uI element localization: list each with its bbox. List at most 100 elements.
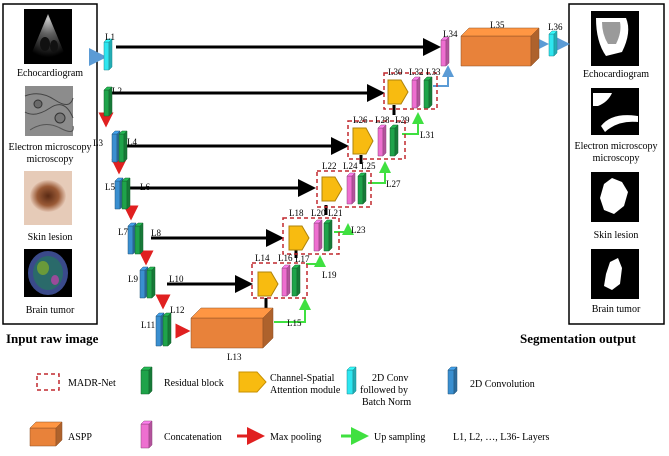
layer-label-l32: L32 [409,67,424,77]
output-label-skin: Skin lesion [594,230,639,241]
legend-layers-note: L1, L2, …, L36- Layers [453,432,549,443]
layer-label-l25: L25 [361,161,376,171]
layer-label-l13: L13 [227,352,242,362]
legend-concat-swatch [140,420,153,449]
output-label-electron: Electron microscopy [574,141,657,152]
legend: MADR-Net Residual block Channel-Spatial … [29,366,549,449]
layer-label-l4: L4 [127,137,137,147]
l28-concat-block [377,124,387,157]
l26-attention-module [352,127,374,155]
l34-concat-block [440,36,450,67]
l30-attention-module [387,79,409,105]
layer-label-l5: L5 [105,182,115,192]
output-label-brain: Brain tumor [592,304,641,315]
output-label-echocardiogram: Echocardiogram [583,69,649,80]
legend-conv2d-swatch [447,366,458,395]
skin-lesion-output-mask [591,172,639,222]
legend-conv2d-block [447,366,458,395]
l14-attention-module [257,271,279,297]
output-panel-title: Segmentation output [520,331,637,346]
legend-attention-label-2: Attention module [270,385,341,396]
layer-label-l18: L18 [289,208,304,218]
input-label-echocardiogram: Echocardiogram [17,68,83,79]
l2-residual-block [103,86,113,117]
layer-blocks [103,27,558,349]
output-panel: Echocardiogram Electron microscopy micro… [568,3,665,325]
legend-conv-bn-label-2: followed by [360,385,408,396]
legend-conv-bn-swatch [346,366,357,395]
input-panel: Echocardiogram Electron microscopy micro… [2,3,98,325]
layer-label-l30: L30 [388,67,403,77]
legend-concat-block [140,420,153,449]
l29-residual-block [389,124,399,157]
echocardiogram-output-mask [591,11,639,66]
electron-microscopy-output-mask [591,88,639,135]
layer-label-l24: L24 [343,161,358,171]
l20-concat-block [313,219,323,252]
l16-concat-block [281,264,291,297]
legend-upsample-label: Up sampling [374,432,425,443]
layer-label-l29: L29 [395,115,410,125]
madr-block-5 [383,72,438,110]
l18-attention-module [288,225,310,251]
l35-aspp-block [460,27,540,67]
up-sampling-arrows [274,65,454,323]
legend-maxpool-label: Max pooling [270,432,321,443]
layer-label-l28: L28 [375,115,390,125]
l8-residual-block [134,222,144,255]
l21-residual-block [323,219,333,252]
legend-aspp-label: ASPP [68,432,92,443]
l6-residual-block [121,177,131,210]
legend-madr-swatch [36,373,60,391]
input-label-skin: Skin lesion [28,232,73,243]
legend-attention-label-1: Channel-Spatial [270,373,335,384]
l1-conv-bn-block [103,38,113,71]
layer-label-l22: L22 [322,161,337,171]
input-label-electron: Electron microscopy [8,142,91,153]
l32-concat-block [411,76,421,109]
layer-label-l36: L36 [548,22,563,32]
layer-label-l7: L7 [118,227,128,237]
layer-label-l27: L27 [386,179,401,189]
brain-tumor-output-mask [591,249,639,299]
layer-labels: L1 L2 L3 L4 L5 L6 L7 L8 L9 L10 L11 L12 L… [93,20,563,362]
madr-block-1 [251,262,308,299]
output-label-microscopy: microscopy [593,153,640,164]
madr-block-2 [282,217,340,255]
madr-net-blocks [251,72,438,299]
l12-residual-block [162,312,172,347]
l25-residual-block [357,172,367,205]
layer-label-l3: L3 [93,138,103,148]
legend-aspp-block [29,421,63,447]
l24-concat-block [346,172,356,205]
layer-label-l19: L19 [322,270,337,280]
l4-residual-block [118,130,128,163]
legend-attention-swatch [238,371,267,393]
legend-residual-swatch [140,366,153,395]
layer-label-l31: L31 [420,130,435,140]
legend-residual-label: Residual block [164,378,224,389]
layer-label-l15: L15 [287,318,302,328]
input-panel-title: Input raw image [6,331,99,346]
layer-label-l11: L11 [141,320,155,330]
legend-conv-bn-label-1: 2D Conv [372,373,408,384]
l33-residual-block [423,76,433,109]
layer-label-l23: L23 [351,225,366,235]
layer-label-l1: L1 [105,32,115,42]
layer-label-l33: L33 [426,67,441,77]
layer-label-l20: L20 [311,208,326,218]
layer-label-l6: L6 [140,182,150,192]
input-label-microscopy: microscopy [27,154,74,165]
layer-label-l26: L26 [353,115,368,125]
skin-lesion-input-image [24,171,72,225]
legend-conv-bn-block [346,366,357,395]
input-label-brain: Brain tumor [26,305,75,316]
layer-label-l10: L10 [169,274,184,284]
madr-block-4 [347,120,406,160]
madr-block-3 [316,170,372,208]
echocardiogram-input-image [24,9,72,64]
electron-microscopy-input-image [24,86,74,136]
layer-label-l21: L21 [328,208,343,218]
layer-label-l8: L8 [151,228,161,238]
